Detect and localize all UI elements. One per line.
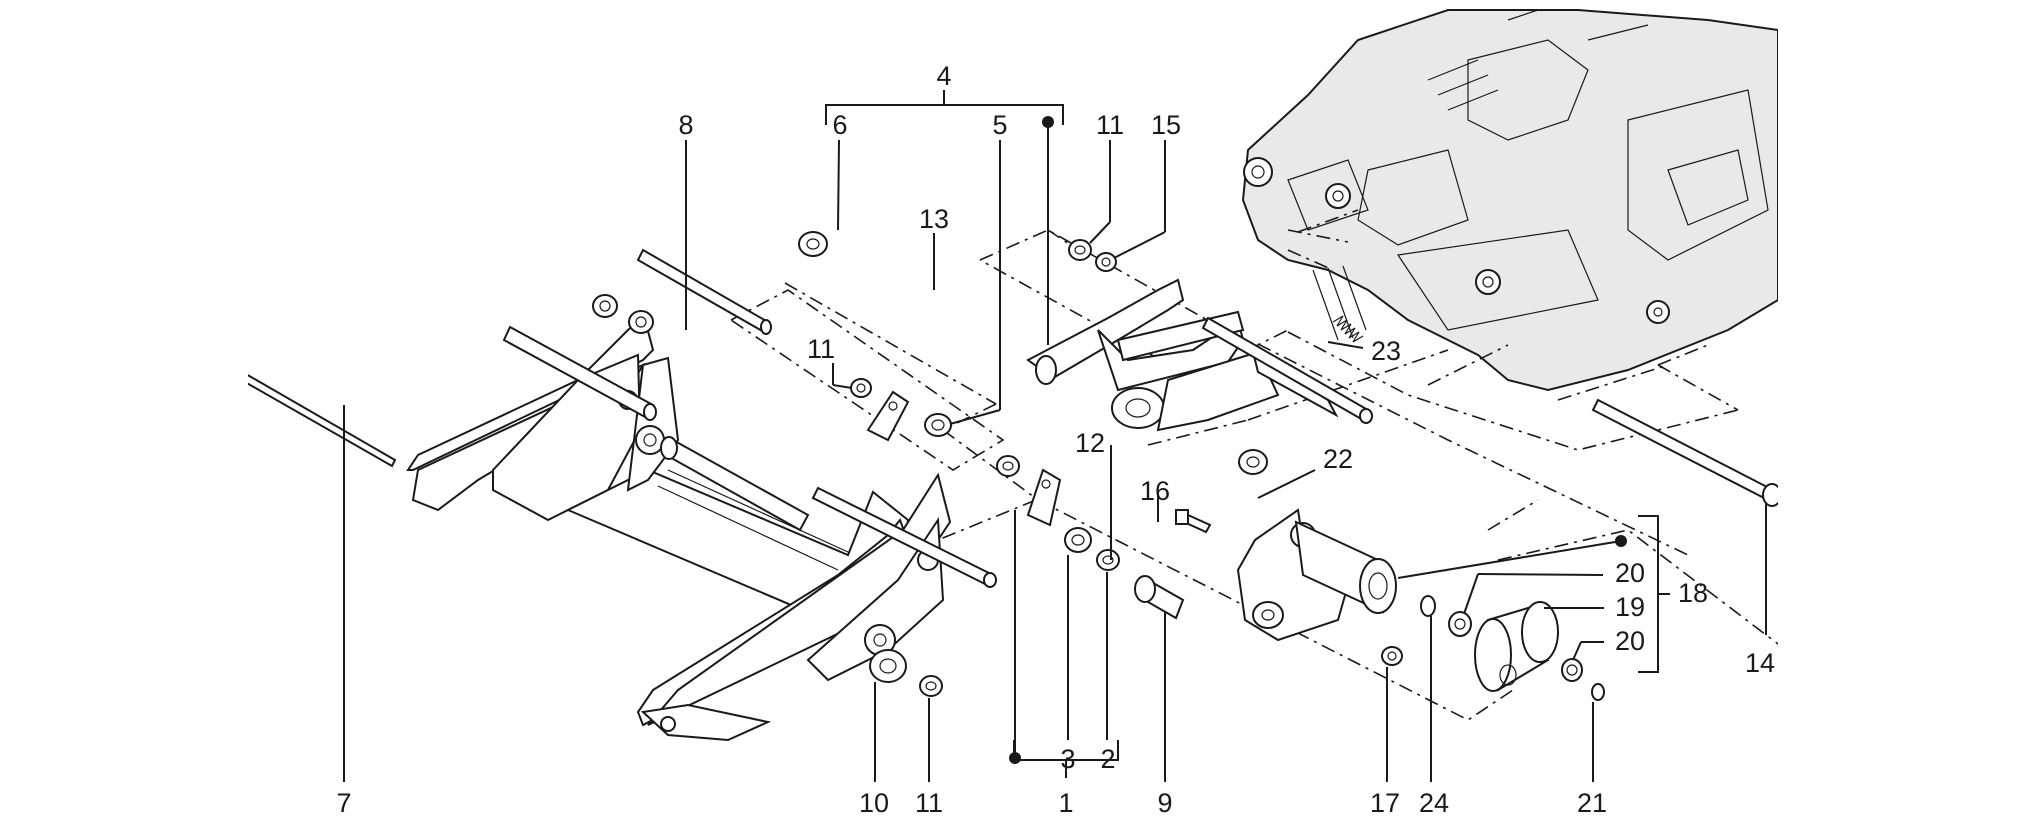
callout-22: 22 bbox=[1323, 444, 1353, 474]
nut-part-11-mid bbox=[850, 378, 872, 398]
washer-part-10 bbox=[869, 649, 907, 683]
bushing-part-20-b bbox=[1561, 658, 1583, 682]
spring-part-23 bbox=[1332, 315, 1364, 343]
long-bolt-part-14 bbox=[1591, 398, 1778, 507]
washer-part-2 bbox=[1096, 549, 1120, 571]
bushing-part-6 bbox=[798, 231, 828, 257]
callout-19: 19 bbox=[1615, 592, 1645, 622]
nut-part-17 bbox=[1381, 646, 1403, 666]
leader-lines bbox=[343, 90, 1767, 782]
callout-20-bottom: 20 bbox=[1615, 626, 1645, 656]
damper-bracket-part-22 bbox=[1236, 508, 1397, 642]
shaft-part-13 bbox=[636, 248, 772, 335]
callout-21: 21 bbox=[1577, 788, 1607, 817]
callout-17: 17 bbox=[1370, 788, 1400, 817]
bush-part-19 bbox=[1474, 601, 1559, 692]
callout-2: 2 bbox=[1100, 744, 1115, 774]
callout-24: 24 bbox=[1419, 788, 1449, 817]
nut-part-11-top bbox=[1068, 239, 1092, 261]
shaft-part-9-pivot bbox=[660, 436, 810, 532]
bushing-part-20-a bbox=[1448, 611, 1472, 637]
spacer-part-9 bbox=[1134, 575, 1185, 620]
callout-3: 3 bbox=[1060, 744, 1075, 774]
callout-5: 5 bbox=[992, 110, 1007, 140]
callout-15: 15 bbox=[1151, 110, 1181, 140]
callout-11-bottom: 11 bbox=[915, 788, 943, 817]
callout-4: 4 bbox=[936, 61, 951, 91]
callout-14: 14 bbox=[1745, 648, 1775, 678]
plate-upper bbox=[866, 390, 910, 442]
plate-lower bbox=[1026, 468, 1062, 527]
callout-9: 9 bbox=[1157, 788, 1172, 817]
diagram-svg: 4 6 5 11 15 8 13 11 12 16 22 23 14 18 20… bbox=[248, 9, 1778, 817]
shaft-part-8 bbox=[502, 325, 657, 421]
callout-8: 8 bbox=[678, 110, 693, 140]
callout-11-mid: 11 bbox=[807, 334, 835, 364]
washer-part-5 bbox=[924, 413, 952, 437]
callout-18: 18 bbox=[1678, 578, 1708, 608]
callout-16: 16 bbox=[1140, 476, 1170, 506]
washer-part-24 bbox=[1420, 595, 1436, 617]
callout-11-top: 11 bbox=[1096, 110, 1124, 140]
bushing-part-22-upper bbox=[1238, 449, 1268, 475]
bolt-part-16 bbox=[1175, 509, 1212, 534]
swing-arm-part-4 bbox=[1026, 278, 1339, 432]
washer-left-upper bbox=[592, 294, 654, 334]
circlip-part-21 bbox=[1591, 683, 1605, 701]
callout-labels: 4 6 5 11 15 8 13 11 12 16 22 23 14 18 20… bbox=[336, 61, 1775, 817]
callout-6: 6 bbox=[832, 110, 847, 140]
washer-center bbox=[996, 455, 1020, 477]
nut-part-11-bottom bbox=[919, 675, 943, 697]
right-bracket-assembly bbox=[636, 472, 952, 742]
engine-assembly bbox=[1241, 9, 1778, 392]
bushing-part-3 bbox=[1064, 527, 1092, 553]
shaft-part-12 bbox=[811, 486, 997, 588]
callout-12: 12 bbox=[1075, 428, 1105, 458]
callout-10: 10 bbox=[859, 788, 889, 817]
bullet-dot-top bbox=[1042, 116, 1054, 128]
exploded-parts-diagram: 4 6 5 11 15 8 13 11 12 16 22 23 14 18 20… bbox=[248, 0, 1778, 817]
callout-20-top: 20 bbox=[1615, 558, 1645, 588]
callout-1: 1 bbox=[1058, 788, 1073, 817]
shaft-right-engine bbox=[1201, 316, 1373, 424]
washer-part-15 bbox=[1095, 252, 1117, 272]
long-bolt-part-7 bbox=[248, 374, 397, 468]
callout-13: 13 bbox=[919, 204, 949, 234]
callout-7: 7 bbox=[336, 788, 351, 817]
callout-23: 23 bbox=[1371, 336, 1401, 366]
